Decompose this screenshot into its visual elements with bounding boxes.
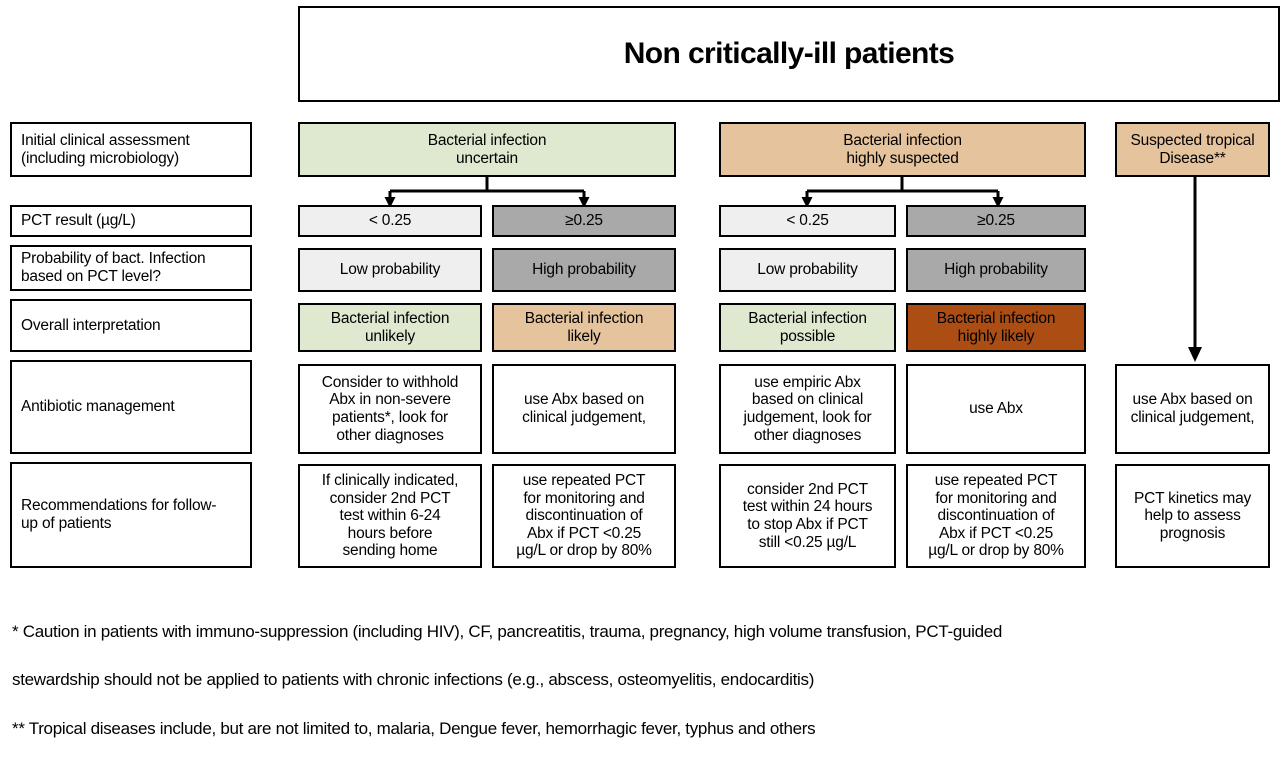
follow-up-col-suspected-low: consider 2nd PCT test within 24 hours to… [719, 464, 896, 568]
flowchart-canvas: Non critically-ill patients Initial clin… [10, 6, 1280, 738]
group-header-suspected-tropical-disease: Suspected tropical Disease** [1115, 122, 1270, 177]
antibiotic-management-col-suspected-high: use Abx [906, 364, 1086, 454]
interpretation-col-suspected-low: Bacterial infection possible [719, 303, 896, 352]
pct-result-col-uncertain-low: < 0.25 [298, 205, 482, 237]
pct-result-col-suspected-high: ≥0.25 [906, 205, 1086, 237]
page-title: Non critically-ill patients [298, 6, 1280, 102]
follow-up-col-uncertain-low: If clinically indicated, consider 2nd PC… [298, 464, 482, 568]
antibiotic-management-col-uncertain-high: use Abx based on clinical judgement, [492, 364, 676, 454]
footnote-line-1: * Caution in patients with immuno-suppre… [12, 622, 1003, 642]
footnotes: * Caution in patients with immuno-suppre… [12, 596, 1280, 765]
pct-result-col-suspected-low: < 0.25 [719, 205, 896, 237]
probability-col-suspected-high: High probability [906, 248, 1086, 292]
row-label-antibiotic-management: Antibiotic management [10, 360, 252, 454]
probability-col-suspected-low: Low probability [719, 248, 896, 292]
row-label-recommendations-follow-up: Recommendations for follow- up of patien… [10, 462, 252, 568]
group-header-bacterial-infection-uncertain: Bacterial infection uncertain [298, 122, 676, 177]
follow-up-col-tropical: PCT kinetics may help to assess prognosi… [1115, 464, 1270, 568]
probability-col-uncertain-high: High probability [492, 248, 676, 292]
row-label-pct-result: PCT result (µg/L) [10, 205, 252, 237]
antibiotic-management-col-uncertain-low: Consider to withhold Abx in non-severe p… [298, 364, 482, 454]
antibiotic-management-col-tropical: use Abx based on clinical judgement, [1115, 364, 1270, 454]
tropical-disease-arrow [1188, 177, 1202, 362]
antibiotic-management-col-suspected-low: use empiric Abx based on clinical judgem… [719, 364, 896, 454]
follow-up-col-uncertain-high: use repeated PCT for monitoring and disc… [492, 464, 676, 568]
footnote-line-3: ** Tropical diseases include, but are no… [12, 718, 816, 738]
interpretation-col-suspected-high: Bacterial infection highly likely [906, 303, 1086, 352]
interpretation-col-uncertain-low: Bacterial infection unlikely [298, 303, 482, 352]
pct-result-col-uncertain-high: ≥0.25 [492, 205, 676, 237]
row-label-initial-clinical-assessment: Initial clinical assessment (including m… [10, 122, 252, 177]
follow-up-col-suspected-high: use repeated PCT for monitoring and disc… [906, 464, 1086, 568]
group-header-bacterial-infection-highly-suspected: Bacterial infection highly suspected [719, 122, 1086, 177]
footnote-line-2: stewardship should not be applied to pat… [12, 670, 815, 690]
interpretation-col-uncertain-high: Bacterial infection likely [492, 303, 676, 352]
row-label-overall-interpretation: Overall interpretation [10, 299, 252, 352]
probability-col-uncertain-low: Low probability [298, 248, 482, 292]
row-label-probability: Probability of bact. Infection based on … [10, 245, 252, 291]
